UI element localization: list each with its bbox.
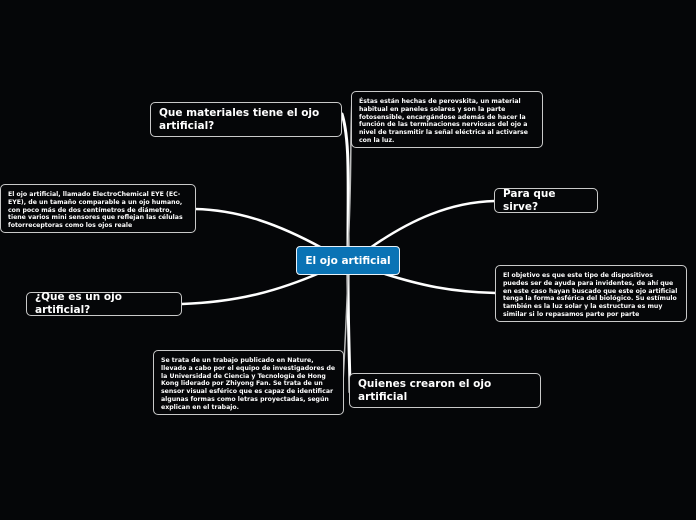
topic-para-que[interactable]: Para que sirve? [494, 188, 598, 213]
note-materiales[interactable]: Éstas están hechas de perovskita, un mat… [351, 91, 543, 148]
central-label: El ojo artificial [305, 254, 391, 267]
note-text: Éstas están hechas de perovskita, un mat… [359, 98, 528, 144]
topic-label: Que materiales tiene el ojo artificial? [159, 106, 320, 132]
note-text: El ojo artificial, llamado ElectroChemic… [8, 191, 183, 230]
topic-que-es[interactable]: ¿Que es un ojo artificial? [26, 291, 182, 316]
note-text: El objetivo es que este tipo de disposit… [503, 272, 678, 318]
topic-label: ¿Que es un ojo artificial? [35, 291, 122, 316]
topic-label: Para que sirve? [503, 187, 556, 213]
note-para-que[interactable]: El objetivo es que este tipo de disposit… [495, 265, 687, 322]
note-que-es[interactable]: El ojo artificial, llamado ElectroChemic… [0, 184, 196, 233]
topic-materiales[interactable]: Que materiales tiene el ojo artificial? [150, 102, 342, 137]
note-quienes[interactable]: Se trata de un trabajo publicado en Natu… [153, 350, 344, 415]
note-text: Se trata de un trabajo publicado en Natu… [161, 357, 336, 411]
topic-label: Quienes crearon el ojo artificial [358, 377, 492, 403]
central-topic[interactable]: El ojo artificial [296, 246, 400, 275]
topic-quienes[interactable]: Quienes crearon el ojo artificial [349, 373, 541, 408]
